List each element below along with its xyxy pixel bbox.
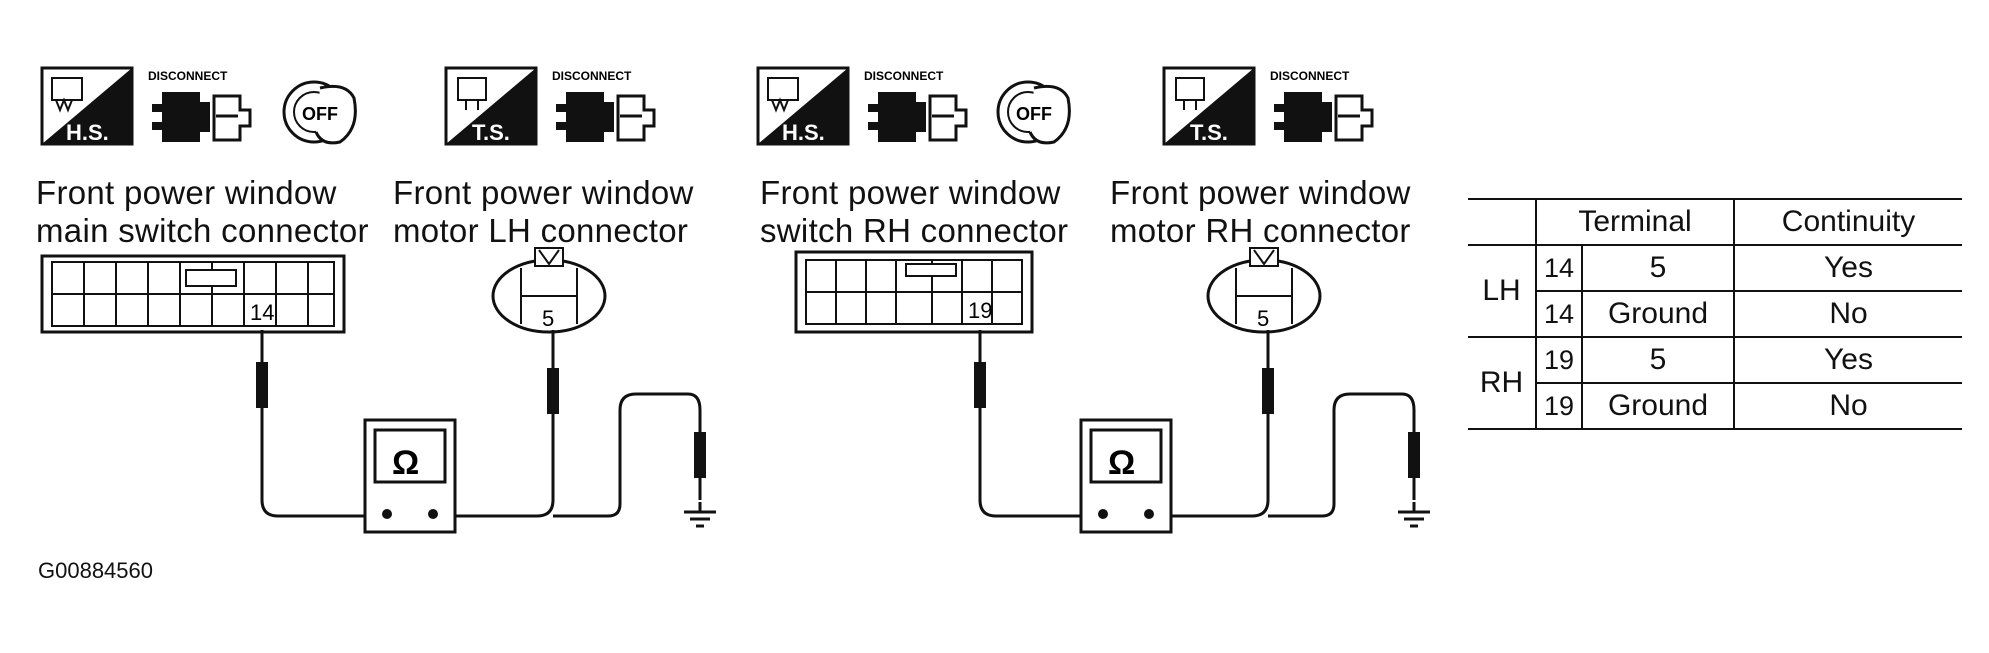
terminal-5-rh: 5 [1257, 306, 1269, 331]
ohm-symbol: Ω [1108, 444, 1135, 482]
off-label: OFF [1016, 104, 1052, 124]
hs-label: H.S. [66, 120, 109, 145]
disconnect-icon [554, 90, 656, 144]
probe [547, 368, 559, 414]
wiring-lh [260, 330, 702, 518]
connector-label-switch-rh: Front power window switch RH connector [760, 174, 1069, 249]
terminal-14-lh: 14 [250, 300, 274, 325]
side-lh: LH [1468, 245, 1537, 338]
switch-rh-connector-face [794, 250, 1034, 334]
disconnect-icon [1272, 90, 1374, 144]
table-row: LH 14 5 Yes [1468, 245, 1962, 338]
hs-label: H.S. [782, 120, 825, 145]
probe [1262, 368, 1274, 414]
disconnect-icon [150, 90, 252, 144]
table-row: RH 19 5 Yes [1468, 337, 1962, 430]
probe [974, 362, 986, 408]
header-terminal: Terminal [1536, 198, 1735, 246]
ground-icon [1396, 500, 1432, 528]
connector-label-motor-lh: Front power window motor LH connector [393, 174, 694, 249]
disconnect-label: DISCONNECT [864, 69, 944, 83]
connector-label-motor-rh: Front power window motor RH connector [1110, 174, 1411, 249]
ts-label: T.S. [472, 120, 510, 145]
ground-icon [682, 500, 718, 528]
ohm-symbol: Ω [392, 444, 419, 482]
table-row: 14 Ground No [1468, 291, 1962, 338]
disconnect-label: DISCONNECT [552, 69, 632, 83]
wiring-rh [978, 330, 1416, 518]
main-switch-connector-face [40, 254, 346, 334]
probe [256, 362, 268, 408]
terminal-19-rh: 19 [968, 298, 992, 323]
table-header-row: Terminal Continuity [1468, 198, 1962, 246]
off-label: OFF [302, 104, 338, 124]
disconnect-icon [866, 90, 968, 144]
disconnect-label: DISCONNECT [148, 69, 228, 83]
ts-label: T.S. [1190, 120, 1228, 145]
table-row: 19 Ground No [1468, 383, 1962, 430]
header-continuity: Continuity [1734, 198, 1962, 246]
probe [1408, 432, 1420, 478]
disconnect-label: DISCONNECT [1270, 69, 1350, 83]
probe [694, 432, 706, 478]
terminal-5-lh: 5 [542, 306, 554, 331]
figure-code: G00884560 [38, 558, 153, 583]
side-rh: RH [1468, 337, 1537, 430]
connector-label-main-switch: Front power window main switch connector [36, 174, 369, 249]
continuity-table: Terminal Continuity LH 14 5 Yes 14 Groun… [1468, 198, 1962, 430]
